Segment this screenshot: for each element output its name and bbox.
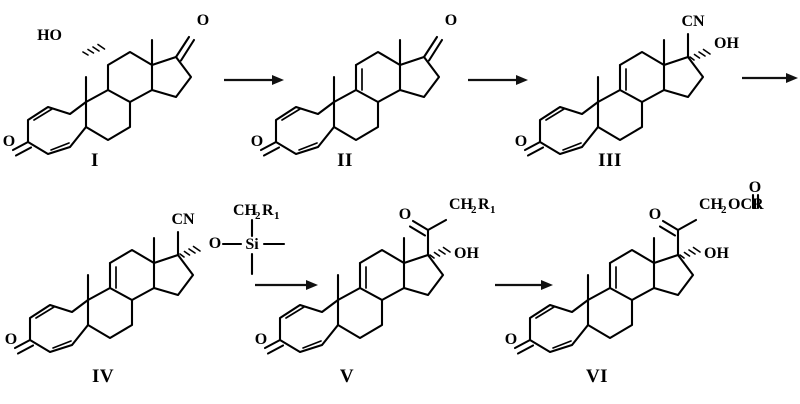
label-ketone20-V: O: [399, 206, 411, 223]
compound-label-IV: IV: [92, 366, 114, 387]
label-R-silyl-IV: R: [262, 202, 274, 219]
label-O-silylether-IV: O: [209, 235, 221, 252]
label-ketone20-VI: O: [649, 206, 661, 223]
label-ester-group-VI: OCR: [728, 196, 764, 213]
compound-VI: O O CH 2 OCR OH O: [505, 179, 764, 355]
label-ketone17-II: O: [445, 12, 457, 29]
label-ketone3-III: O: [515, 133, 527, 150]
label-CH-sidechain-VI: CH: [699, 196, 724, 213]
compound-II: O O: [251, 12, 457, 157]
label-sub2-sidechain-V: 2: [471, 204, 477, 216]
label-ketone3-VI: O: [505, 331, 517, 348]
compound-label-III: III: [598, 150, 622, 171]
reaction-arrow-2: [468, 75, 528, 85]
label-OH-III: OH: [714, 35, 739, 52]
reaction-arrow-1: [224, 75, 284, 85]
reaction-arrow-3: [742, 73, 798, 83]
compound-label-II: II: [337, 150, 353, 171]
label-ketone3-II: O: [251, 133, 263, 150]
label-HO-I: HO: [37, 27, 62, 44]
label-CN-IV: CN: [171, 211, 195, 228]
reaction-arrow-5: [495, 280, 553, 290]
label-Si-IV: Si: [245, 236, 259, 253]
compound-IV: CN O Si CH 2 R 1 O: [5, 202, 286, 355]
label-ester-carbonyl-O-VI: O: [749, 179, 761, 196]
label-CH-sidechain-V: CH: [449, 196, 474, 213]
label-ketone3-IV: O: [5, 331, 17, 348]
label-ketone3-V: O: [255, 331, 267, 348]
label-CH-silyl-IV: CH: [233, 202, 258, 219]
compound-I: HO O O: [3, 12, 209, 157]
label-sub2-silyl-IV: 2: [255, 210, 261, 222]
label-sub1-silyl-IV: 1: [274, 210, 280, 222]
label-OH-VI: OH: [704, 245, 729, 262]
label-sub2-sidechain-VI: 2: [721, 204, 727, 216]
label-OH-V: OH: [454, 245, 479, 262]
label-CN-III: CN: [681, 13, 705, 30]
label-R-sidechain-V: R: [478, 196, 490, 213]
compound-III: CN OH O: [515, 13, 739, 157]
compound-label-VI: VI: [586, 366, 608, 387]
reaction-arrow-4: [255, 280, 318, 290]
label-sub1-sidechain-V: 1: [490, 204, 496, 216]
compound-label-I: I: [91, 150, 99, 171]
compound-V: O CH 2 R 1 OH O: [255, 196, 496, 355]
label-ketone17-I: O: [197, 12, 209, 29]
compound-label-V: V: [340, 366, 354, 387]
label-ketone3-I: O: [3, 133, 15, 150]
